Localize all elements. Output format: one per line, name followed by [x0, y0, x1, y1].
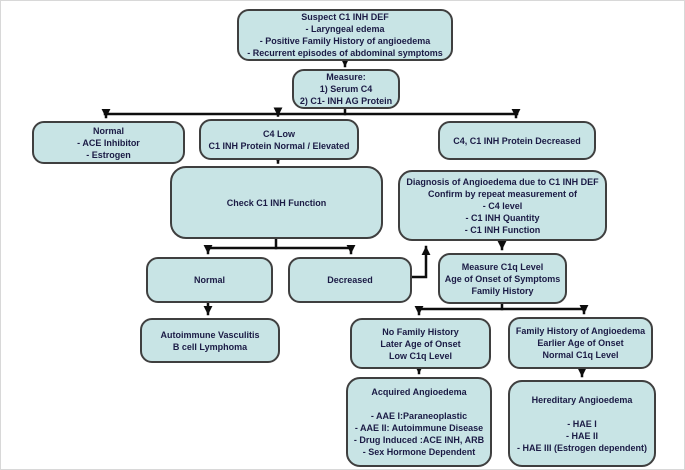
node-suspect-c1-inh-def: Suspect C1 INH DEF- Laryngeal edema- Pos…	[237, 9, 453, 61]
node-acquired-angioedema: Acquired Angioedema - AAE I:Paraneoplast…	[346, 377, 492, 467]
node-function-decreased: Decreased	[288, 257, 412, 303]
node-c4-c1-protein-decreased: C4, C1 INH Protein Decreased	[438, 121, 596, 160]
node-check-c1-inh-function: Check C1 INH Function	[170, 166, 383, 239]
node-function-normal: Normal	[146, 257, 273, 303]
node-hereditary-angioedema: Hereditary Angioedema - HAE I- HAE II- H…	[508, 380, 656, 467]
connector-decreased-to-diagnosis	[410, 245, 431, 279]
node-normal-ace-inhibitor: Normal- ACE Inhibitor- Estrogen	[32, 121, 185, 164]
node-diagnosis-angioedema: Diagnosis of Angioedema due to C1 INH DE…	[398, 170, 607, 241]
